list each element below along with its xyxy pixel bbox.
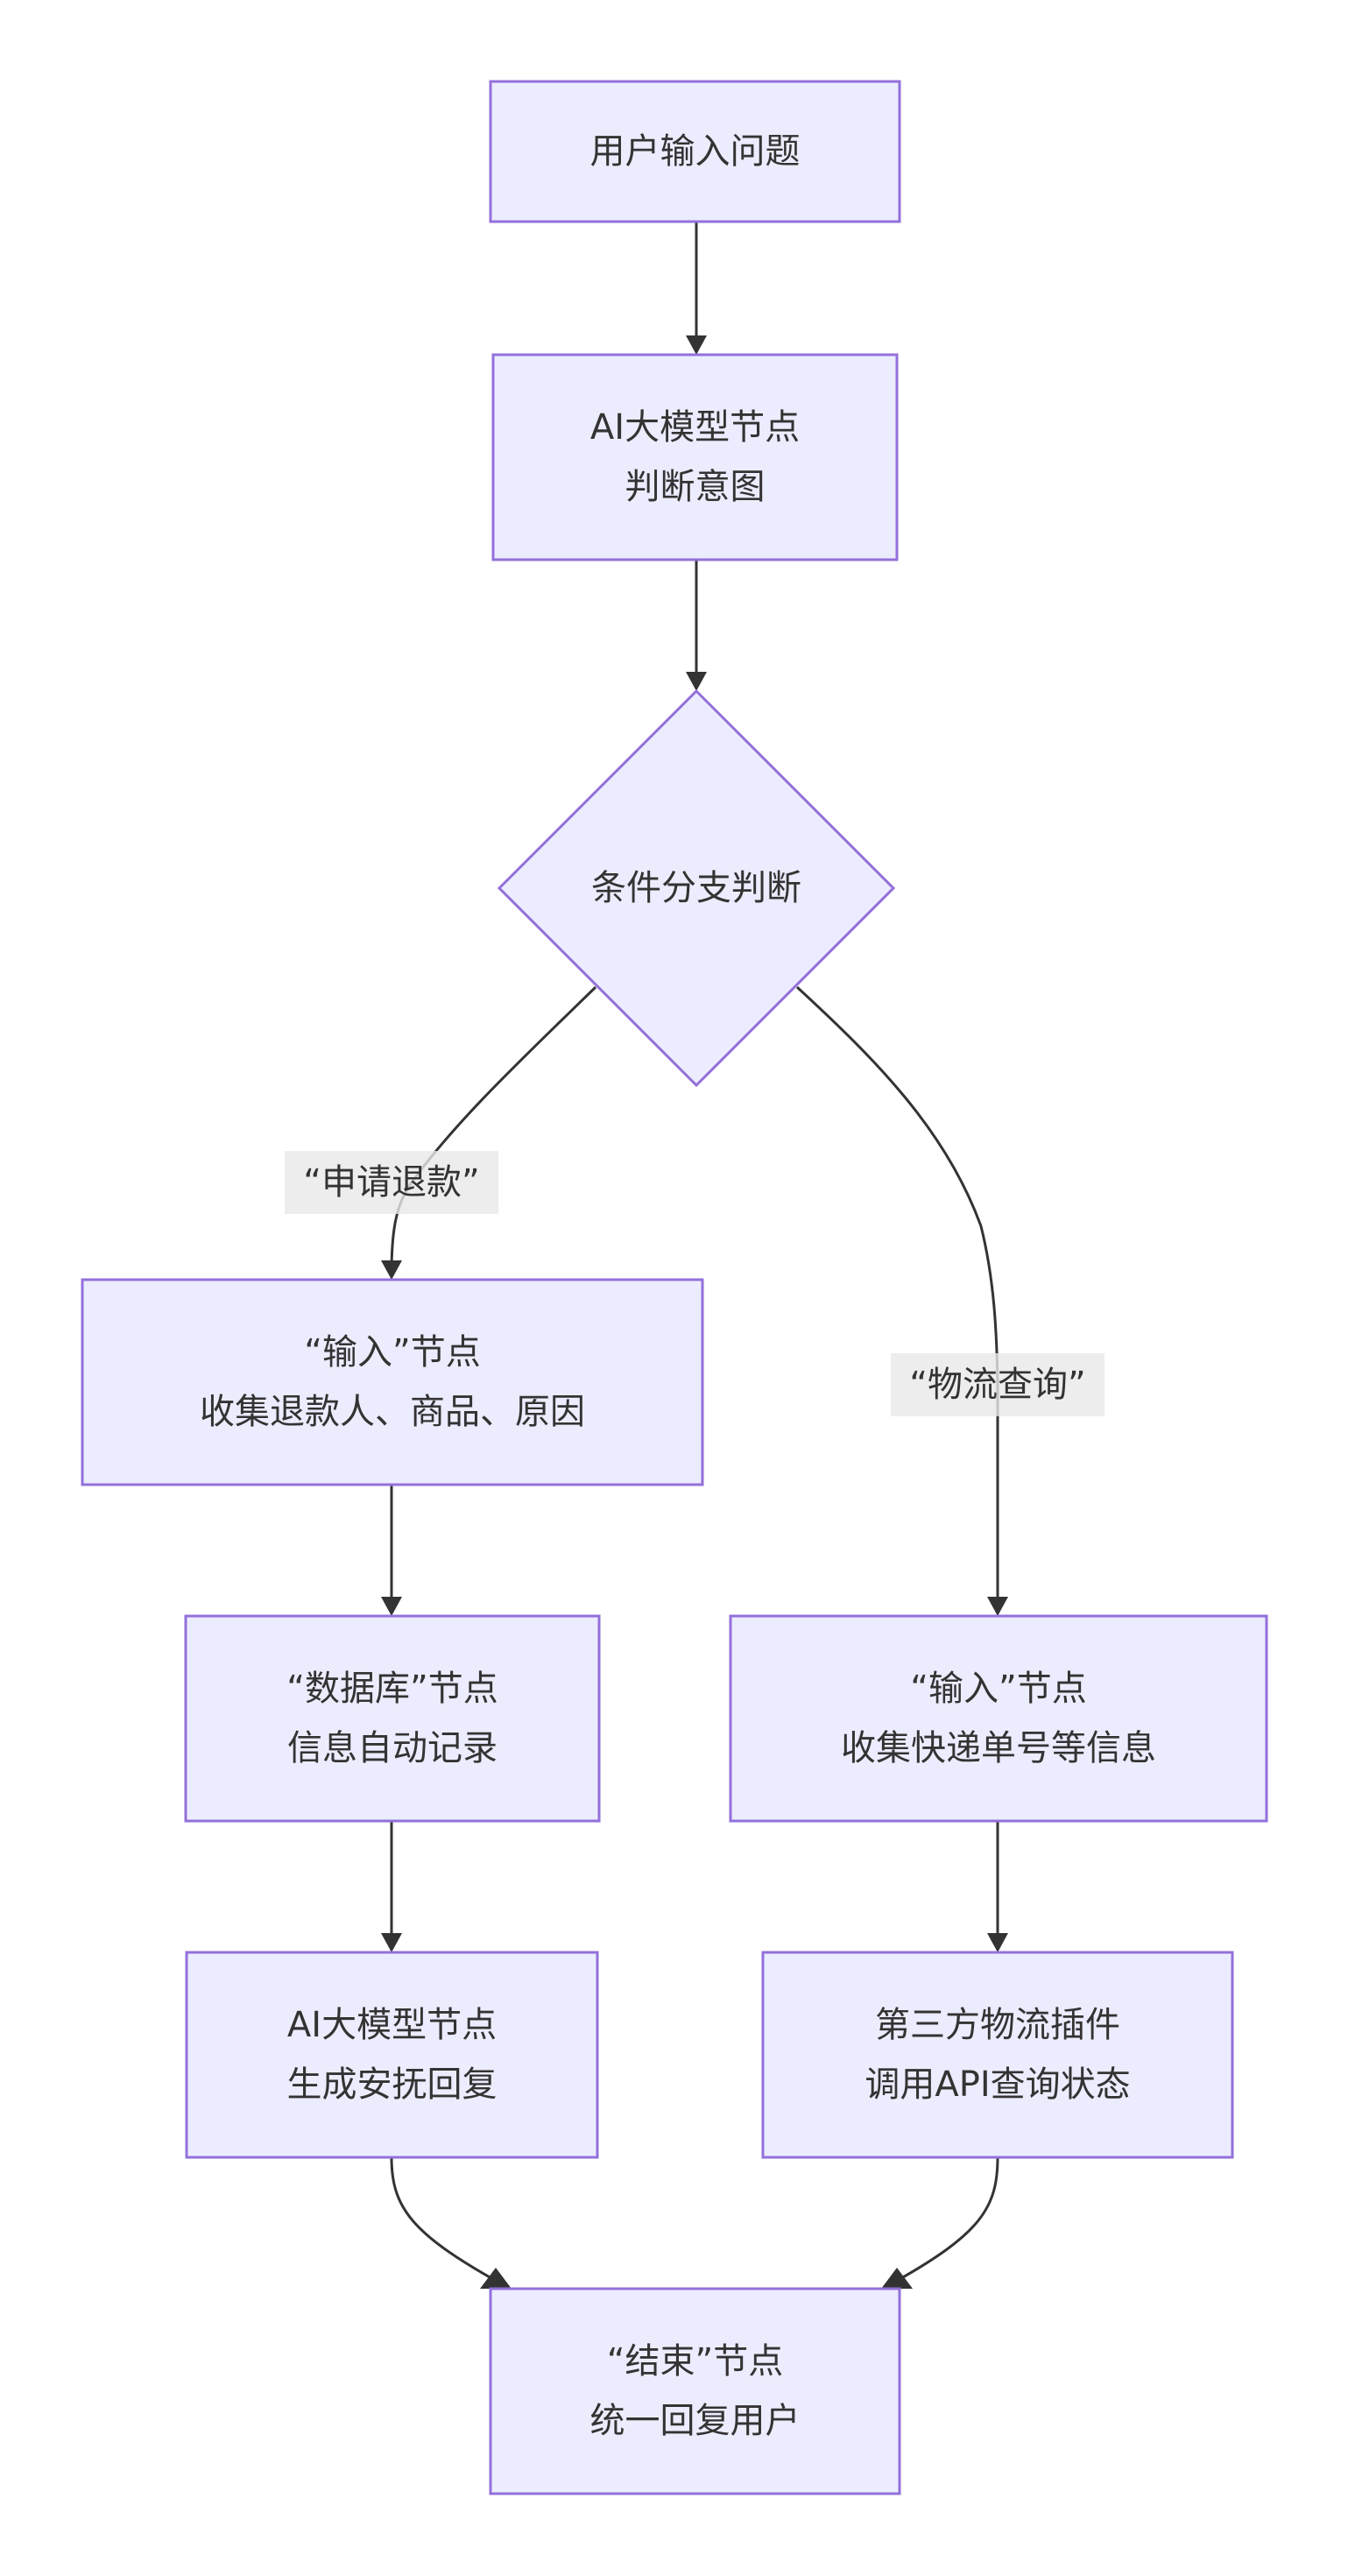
process-box <box>489 80 901 223</box>
edge-label-background <box>285 1151 498 1214</box>
node-text-line: 调用API查询状态 <box>865 2064 1130 2105</box>
edge-logistics_input-to-logistics_plugin <box>987 1821 1008 1952</box>
node-text-line: 统一回复用户 <box>590 2401 801 2441</box>
edge-ai_reply-to-end <box>390 2156 512 2289</box>
edge-db-to-ai_reply <box>381 1821 402 1952</box>
process-box <box>491 353 899 561</box>
nodes-layer: 用户输入问题AI大模型节点判断意图条件分支判断“输入”节点收集退款人、商品、原因… <box>81 80 1268 2495</box>
edge-label-background <box>891 1353 1105 1416</box>
node-text-line: 生成安抚回复 <box>287 2064 498 2105</box>
node-branch[interactable]: 条件分支判断 <box>497 688 896 1088</box>
node-text-line: 用户输入问题 <box>590 131 801 172</box>
edge-ai_intent-to-branch <box>686 560 707 691</box>
arrowhead-icon <box>480 2268 512 2289</box>
node-text-line: AI大模型节点 <box>287 2005 497 2045</box>
arrowhead-icon <box>381 1260 402 1280</box>
edge-branch-to-logistics_input <box>795 985 1008 1616</box>
node-text-line: “输入”节点 <box>910 1669 1086 1709</box>
node-text-line: “数据库”节点 <box>286 1669 498 1709</box>
process-box <box>761 1951 1234 2159</box>
node-start[interactable]: 用户输入问题 <box>489 80 901 223</box>
edge-label-text: “申请退款” <box>303 1162 479 1203</box>
edge-label: “申请退款” <box>285 1151 498 1214</box>
edge-labels-layer: “申请退款” “物流查询” <box>285 1151 1105 1416</box>
process-box <box>729 1614 1268 1823</box>
arrowhead-icon <box>987 1597 1008 1616</box>
edge-branch-to-refund_input <box>381 985 597 1280</box>
edge-label: “物流查询” <box>891 1353 1105 1416</box>
node-text-line: “输入”节点 <box>304 1332 480 1373</box>
node-text-line: 判断意图 <box>625 467 766 507</box>
process-box <box>184 1614 601 1823</box>
node-text-line: 条件分支判断 <box>591 868 801 908</box>
edge-line <box>894 2156 999 2283</box>
arrowhead-icon <box>881 2268 913 2289</box>
edge-line <box>390 2156 498 2283</box>
edge-start-to-ai_intent <box>686 222 707 355</box>
node-text-line: 信息自动记录 <box>287 1728 498 1768</box>
decision-diamond <box>497 688 896 1088</box>
process-box <box>81 1278 704 1486</box>
edge-refund_input-to-db <box>381 1485 402 1616</box>
process-box <box>185 1951 599 2159</box>
edge-line <box>390 985 597 1274</box>
edge-label-text: “物流查询” <box>909 1365 1085 1405</box>
node-text-line: AI大模型节点 <box>590 407 800 448</box>
arrowhead-icon <box>686 335 707 355</box>
edge-logistics_plugin-to-end <box>881 2156 999 2289</box>
arrowhead-icon <box>381 1933 402 1952</box>
node-text-line: 收集快递单号等信息 <box>841 1728 1156 1768</box>
arrowhead-icon <box>686 672 707 691</box>
arrowhead-icon <box>987 1933 1008 1952</box>
arrowhead-icon <box>381 1597 402 1616</box>
edge-line <box>795 985 999 1610</box>
process-box <box>489 2287 901 2495</box>
node-text-line: 收集退款人、商品、原因 <box>200 1392 585 1432</box>
node-text-line: 第三方物流插件 <box>875 2005 1120 2045</box>
node-text-line: “结束”节点 <box>607 2341 783 2382</box>
